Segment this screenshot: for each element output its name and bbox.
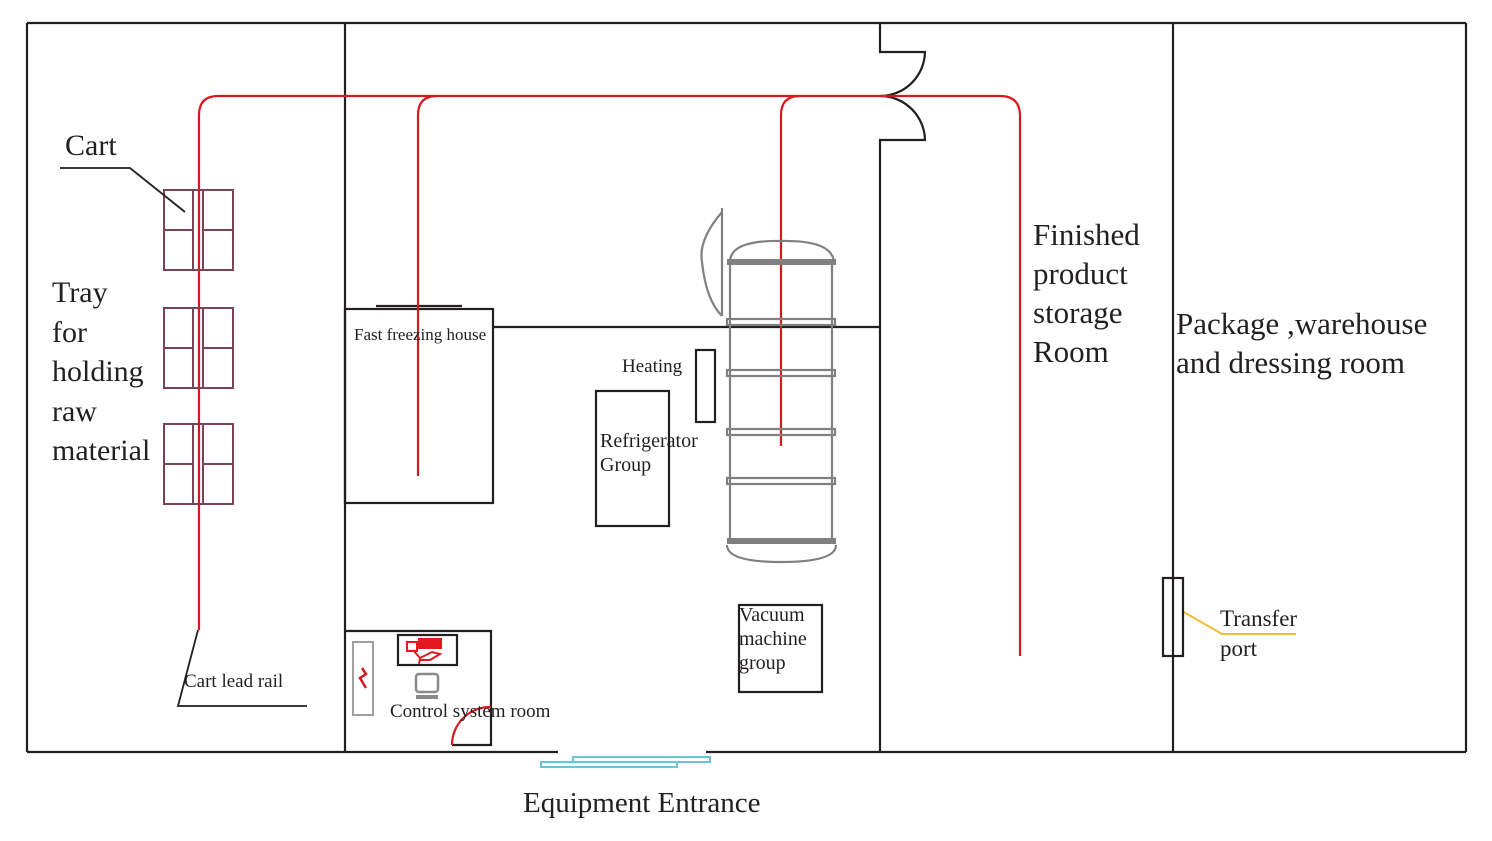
vacuum-machine-group-unit [737, 603, 824, 694]
vacuum-machine-group-label: Vacuum machine group [739, 604, 807, 674]
transfer-port-window [1161, 576, 1185, 658]
cart-lead-rail [197, 94, 1022, 656]
control-console-icon [396, 633, 459, 667]
heating-label: Heating [622, 356, 683, 377]
cart-lead-rail-leader-line [176, 629, 307, 707]
finished-product-storage-label: Finished product storage Room [1033, 217, 1140, 369]
refrigerator-group-unit [594, 389, 671, 528]
wall-storage-divider [878, 23, 927, 752]
package-warehouse-label: Package ,warehouse and dressing room [1176, 306, 1428, 380]
cart-lead-rail-label: Cart lead rail [184, 671, 284, 692]
outer-walls [25, 21, 1468, 754]
control-system-room-label: Control system room [390, 701, 551, 722]
sliding-door-icon [540, 756, 711, 768]
drying-tank-icon [700, 208, 838, 564]
fast-freezing-house-label: Fast freezing house [354, 325, 487, 344]
control-room-door-swing [450, 705, 492, 746]
cart-label: Cart [65, 129, 117, 162]
transfer-port-leader-line [1181, 610, 1296, 635]
computer-monitor-icon [414, 672, 440, 699]
transfer-port-label: Transfer port [1220, 606, 1298, 661]
electric-cabinet-icon [352, 641, 374, 716]
equipment-entrance-label: Equipment Entrance [523, 787, 761, 819]
tank-door [700, 211, 723, 317]
heating-unit [694, 348, 717, 424]
cart-icon [163, 423, 234, 505]
tray-label: Tray for holding raw material [52, 276, 151, 467]
refrigerator-group-label: Refrigerator Group [600, 430, 698, 476]
rail-main-loop [197, 94, 1022, 656]
rail-branch-dryer [779, 94, 801, 446]
carts [163, 189, 234, 505]
cart-leader-line [60, 167, 186, 213]
cart-icon [163, 189, 234, 271]
control-system-room-walls [345, 629, 493, 747]
rail-branch-freezer [416, 94, 438, 476]
cart-icon [163, 307, 234, 389]
